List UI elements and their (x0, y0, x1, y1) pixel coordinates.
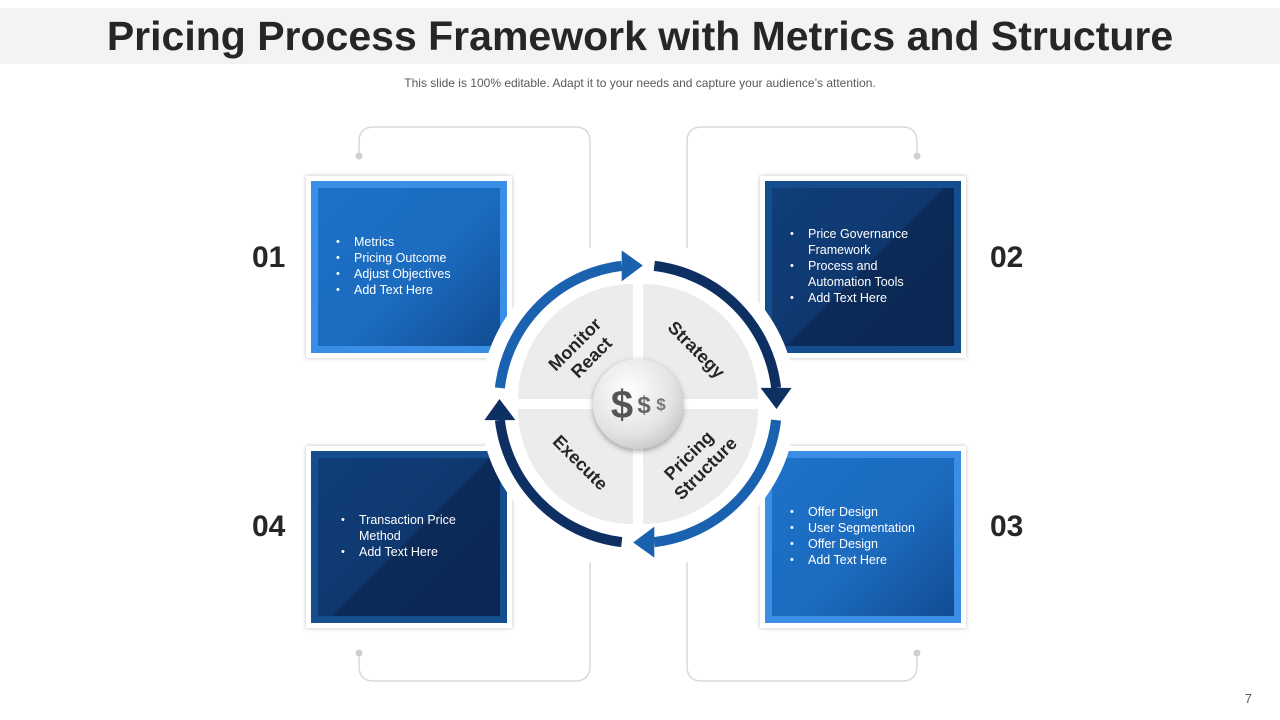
step-number-01: 01 (252, 241, 286, 274)
connector-dot (913, 649, 921, 657)
bullet-item: Transaction Price Method (341, 512, 456, 544)
bullet-item: Offer Design (790, 536, 915, 552)
step-number-04: 04 (252, 510, 286, 543)
arrow-head-1 (621, 250, 643, 282)
arrow-head-4 (484, 399, 516, 421)
segment-execute (518, 409, 633, 524)
arrow-arc-3 (653, 419, 782, 548)
bullet-item: Add Text Here (336, 282, 451, 298)
bullet-item: Metrics (336, 234, 451, 250)
box-01: Metrics Pricing Outcome Adjust Objective… (306, 176, 512, 358)
box-03: Offer Design User Segmentation Offer Des… (760, 446, 966, 628)
box-04: Transaction Price Method Add Text Here (306, 446, 512, 628)
page-subtitle: This slide is 100% editable. Adapt it to… (404, 76, 876, 90)
connector-dot (355, 152, 363, 160)
bullet-item: Offer Design (790, 504, 915, 520)
bullet-list: Metrics Pricing Outcome Adjust Objective… (336, 234, 451, 298)
step-number-03: 03 (990, 510, 1024, 543)
step-number-02: 02 (990, 241, 1024, 274)
box-content: Metrics Pricing Outcome Adjust Objective… (318, 188, 500, 346)
segment-strategy (643, 284, 758, 399)
bullet-item: Adjust Objectives (336, 266, 451, 282)
svg-text:$: $ (656, 395, 666, 414)
arrow-arc-2 (653, 260, 782, 389)
segment-pricing-structure (643, 409, 758, 524)
connector-dot (355, 649, 363, 657)
dollar-signs-icon: $ $ $ (593, 359, 683, 449)
page-title: Pricing Process Framework with Metrics a… (106, 13, 1174, 59)
svg-text:$: $ (637, 392, 651, 419)
connector-dot (913, 152, 921, 160)
arrow-head-2 (760, 387, 792, 409)
box-content: Offer Design User Segmentation Offer Des… (772, 458, 954, 616)
bullet-item: Add Text Here (790, 552, 915, 568)
bullet-list: Offer Design User Segmentation Offer Des… (790, 504, 915, 568)
bullet-list: Price Governance Framework Process and A… (790, 226, 930, 306)
title-bar (0, 8, 1280, 64)
bullet-item: User Segmentation (790, 520, 915, 536)
box-content: Price Governance Framework Process and A… (772, 188, 954, 346)
bullet-list: Transaction Price Method Add Text Here (341, 512, 456, 560)
arrow-head-3 (633, 526, 655, 558)
bullet-item: Add Text Here (790, 290, 930, 306)
bullet-item: Price Governance Framework (790, 226, 930, 258)
bullet-item: Process and Automation Tools (790, 258, 930, 290)
page-number: 7 (1244, 691, 1252, 706)
box-content: Transaction Price Method Add Text Here (318, 458, 500, 616)
bullet-item: Add Text Here (341, 544, 456, 560)
segment-monitor-react (518, 284, 633, 399)
arrow-arc-4 (494, 419, 623, 548)
box-02: Price Governance Framework Process and A… (760, 176, 966, 358)
bullet-item: Pricing Outcome (336, 250, 451, 266)
svg-text:$: $ (611, 383, 633, 427)
arrow-arc-1 (494, 260, 623, 389)
